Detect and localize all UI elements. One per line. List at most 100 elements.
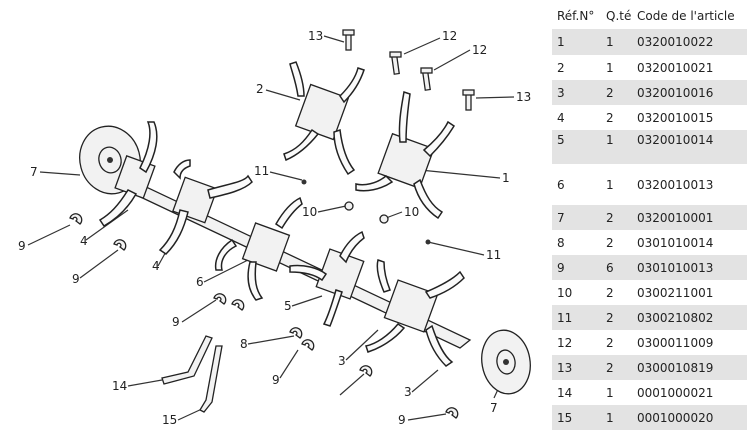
callout-11b: 11 bbox=[486, 248, 501, 262]
callout-9c: 9 bbox=[172, 315, 180, 329]
cell-qty: 2 bbox=[601, 105, 632, 130]
cell-code: 0300011009 bbox=[632, 330, 747, 355]
cell-code: 0300210802 bbox=[632, 305, 747, 330]
cell-ref: 14 bbox=[552, 380, 601, 405]
cell-code: 0320010013 bbox=[632, 164, 747, 205]
cell-code: 0320010021 bbox=[632, 55, 747, 80]
callout-15: 15 bbox=[162, 413, 177, 427]
exploded-parts-diagram: 13 12 12 13 2 1 11 10 10 11 7 9 4 4 9 6 … bbox=[18, 29, 531, 427]
cell-ref: 15 bbox=[552, 405, 601, 430]
callout-12a: 12 bbox=[442, 29, 457, 43]
bolts-13 bbox=[342, 29, 475, 111]
callout-9d: 9 bbox=[272, 373, 280, 387]
cell-code: 0320010014 bbox=[632, 130, 747, 164]
tine-assembly-6 bbox=[214, 196, 303, 301]
header-code: Code de l'article bbox=[632, 3, 747, 29]
cell-ref: 8 bbox=[552, 230, 601, 255]
cell-code: 0320010001 bbox=[632, 205, 747, 230]
table-row: 10 2 0300211001 bbox=[552, 280, 747, 305]
cell-code: 0301010014 bbox=[632, 230, 747, 255]
cell-ref: 11 bbox=[552, 305, 601, 330]
callout-11a: 11 bbox=[254, 164, 269, 178]
table-row: 11 2 0300210802 bbox=[552, 305, 747, 330]
table-row: 7 2 0320010001 bbox=[552, 205, 747, 230]
cell-ref: 2 bbox=[552, 55, 601, 80]
cell-ref: 3 bbox=[552, 80, 601, 105]
callout-7b: 7 bbox=[490, 401, 498, 415]
table-row: 1 1 0320010022 bbox=[552, 29, 747, 55]
table-row: 14 1 0001000021 bbox=[552, 380, 747, 405]
cell-ref: 7 bbox=[552, 205, 601, 230]
cell-code: 0320010016 bbox=[632, 80, 747, 105]
cell-code: 0320010022 bbox=[632, 29, 747, 55]
cell-qty: 6 bbox=[601, 255, 632, 280]
table-row: 5 1 0320010014 bbox=[552, 130, 747, 164]
header-qty: Q.té bbox=[601, 3, 632, 29]
callout-6: 6 bbox=[196, 275, 204, 289]
cell-qty: 1 bbox=[601, 55, 632, 80]
table-row: 6 1 0320010013 bbox=[552, 164, 747, 205]
callout-3a: 3 bbox=[338, 354, 346, 368]
callout-5: 5 bbox=[284, 299, 292, 313]
depth-bars bbox=[161, 335, 223, 413]
callout-13a: 13 bbox=[308, 29, 323, 43]
cell-ref: 9 bbox=[552, 255, 601, 280]
tine-assembly-4-mid bbox=[158, 159, 253, 255]
tine-assembly-1 bbox=[355, 91, 456, 220]
cell-qty: 2 bbox=[601, 305, 632, 330]
tine-assembly-4-left bbox=[98, 121, 158, 227]
cell-qty: 1 bbox=[601, 405, 632, 430]
tine-assembly-3 bbox=[365, 259, 465, 367]
table-row: 2 1 0320010021 bbox=[552, 55, 747, 80]
cell-qty: 2 bbox=[601, 205, 632, 230]
callout-9a: 9 bbox=[18, 239, 26, 253]
parts-table: Réf.N° Q.té Code de l'article 1 1 032001… bbox=[552, 3, 747, 430]
callout-4b: 4 bbox=[152, 259, 160, 273]
clips bbox=[69, 213, 459, 419]
right-side-disc bbox=[481, 329, 531, 395]
cell-ref: 12 bbox=[552, 330, 601, 355]
table-row: 8 2 0301010014 bbox=[552, 230, 747, 255]
cell-ref: 6 bbox=[552, 164, 601, 205]
cell-qty: 2 bbox=[601, 80, 632, 105]
cell-code: 0301010013 bbox=[632, 255, 747, 280]
cell-qty: 2 bbox=[601, 330, 632, 355]
tine-assembly-2 bbox=[283, 61, 365, 176]
cell-qty: 2 bbox=[601, 280, 632, 305]
callout-14: 14 bbox=[112, 379, 127, 393]
callout-9e: 9 bbox=[398, 413, 406, 427]
callout-3b: 3 bbox=[404, 385, 412, 399]
tine-assembly-5 bbox=[289, 230, 365, 327]
cell-qty: 1 bbox=[601, 164, 632, 205]
cell-qty: 1 bbox=[601, 29, 632, 55]
cell-ref: 4 bbox=[552, 105, 601, 130]
table-row: 9 6 0301010013 bbox=[552, 255, 747, 280]
callout-13b: 13 bbox=[516, 90, 531, 104]
cell-ref: 5 bbox=[552, 130, 601, 164]
cell-ref: 13 bbox=[552, 355, 601, 380]
cell-qty: 1 bbox=[601, 380, 632, 405]
cell-code: 0300010819 bbox=[632, 355, 747, 380]
header-ref: Réf.N° bbox=[552, 3, 601, 29]
cell-code: 0001000020 bbox=[632, 405, 747, 430]
callout-9b: 9 bbox=[72, 272, 80, 286]
callout-12b: 12 bbox=[472, 43, 487, 57]
table-row: 12 2 0300011009 bbox=[552, 330, 747, 355]
table-row: 3 2 0320010016 bbox=[552, 80, 747, 105]
cell-code: 0320010015 bbox=[632, 105, 747, 130]
callout-10b: 10 bbox=[404, 205, 419, 219]
cell-qty: 2 bbox=[601, 355, 632, 380]
cell-code: 0300211001 bbox=[632, 280, 747, 305]
table-row: 13 2 0300010819 bbox=[552, 355, 747, 380]
callout-8: 8 bbox=[240, 337, 248, 351]
table-row: 15 1 0001000020 bbox=[552, 405, 747, 430]
cell-qty: 2 bbox=[601, 230, 632, 255]
callout-4a: 4 bbox=[80, 234, 88, 248]
cell-ref: 1 bbox=[552, 29, 601, 55]
nuts bbox=[301, 179, 431, 245]
callout-10a: 10 bbox=[302, 205, 317, 219]
cell-qty: 1 bbox=[601, 130, 632, 164]
cell-code: 0001000021 bbox=[632, 380, 747, 405]
callout-1: 1 bbox=[502, 171, 510, 185]
bolts-12 bbox=[389, 51, 433, 91]
